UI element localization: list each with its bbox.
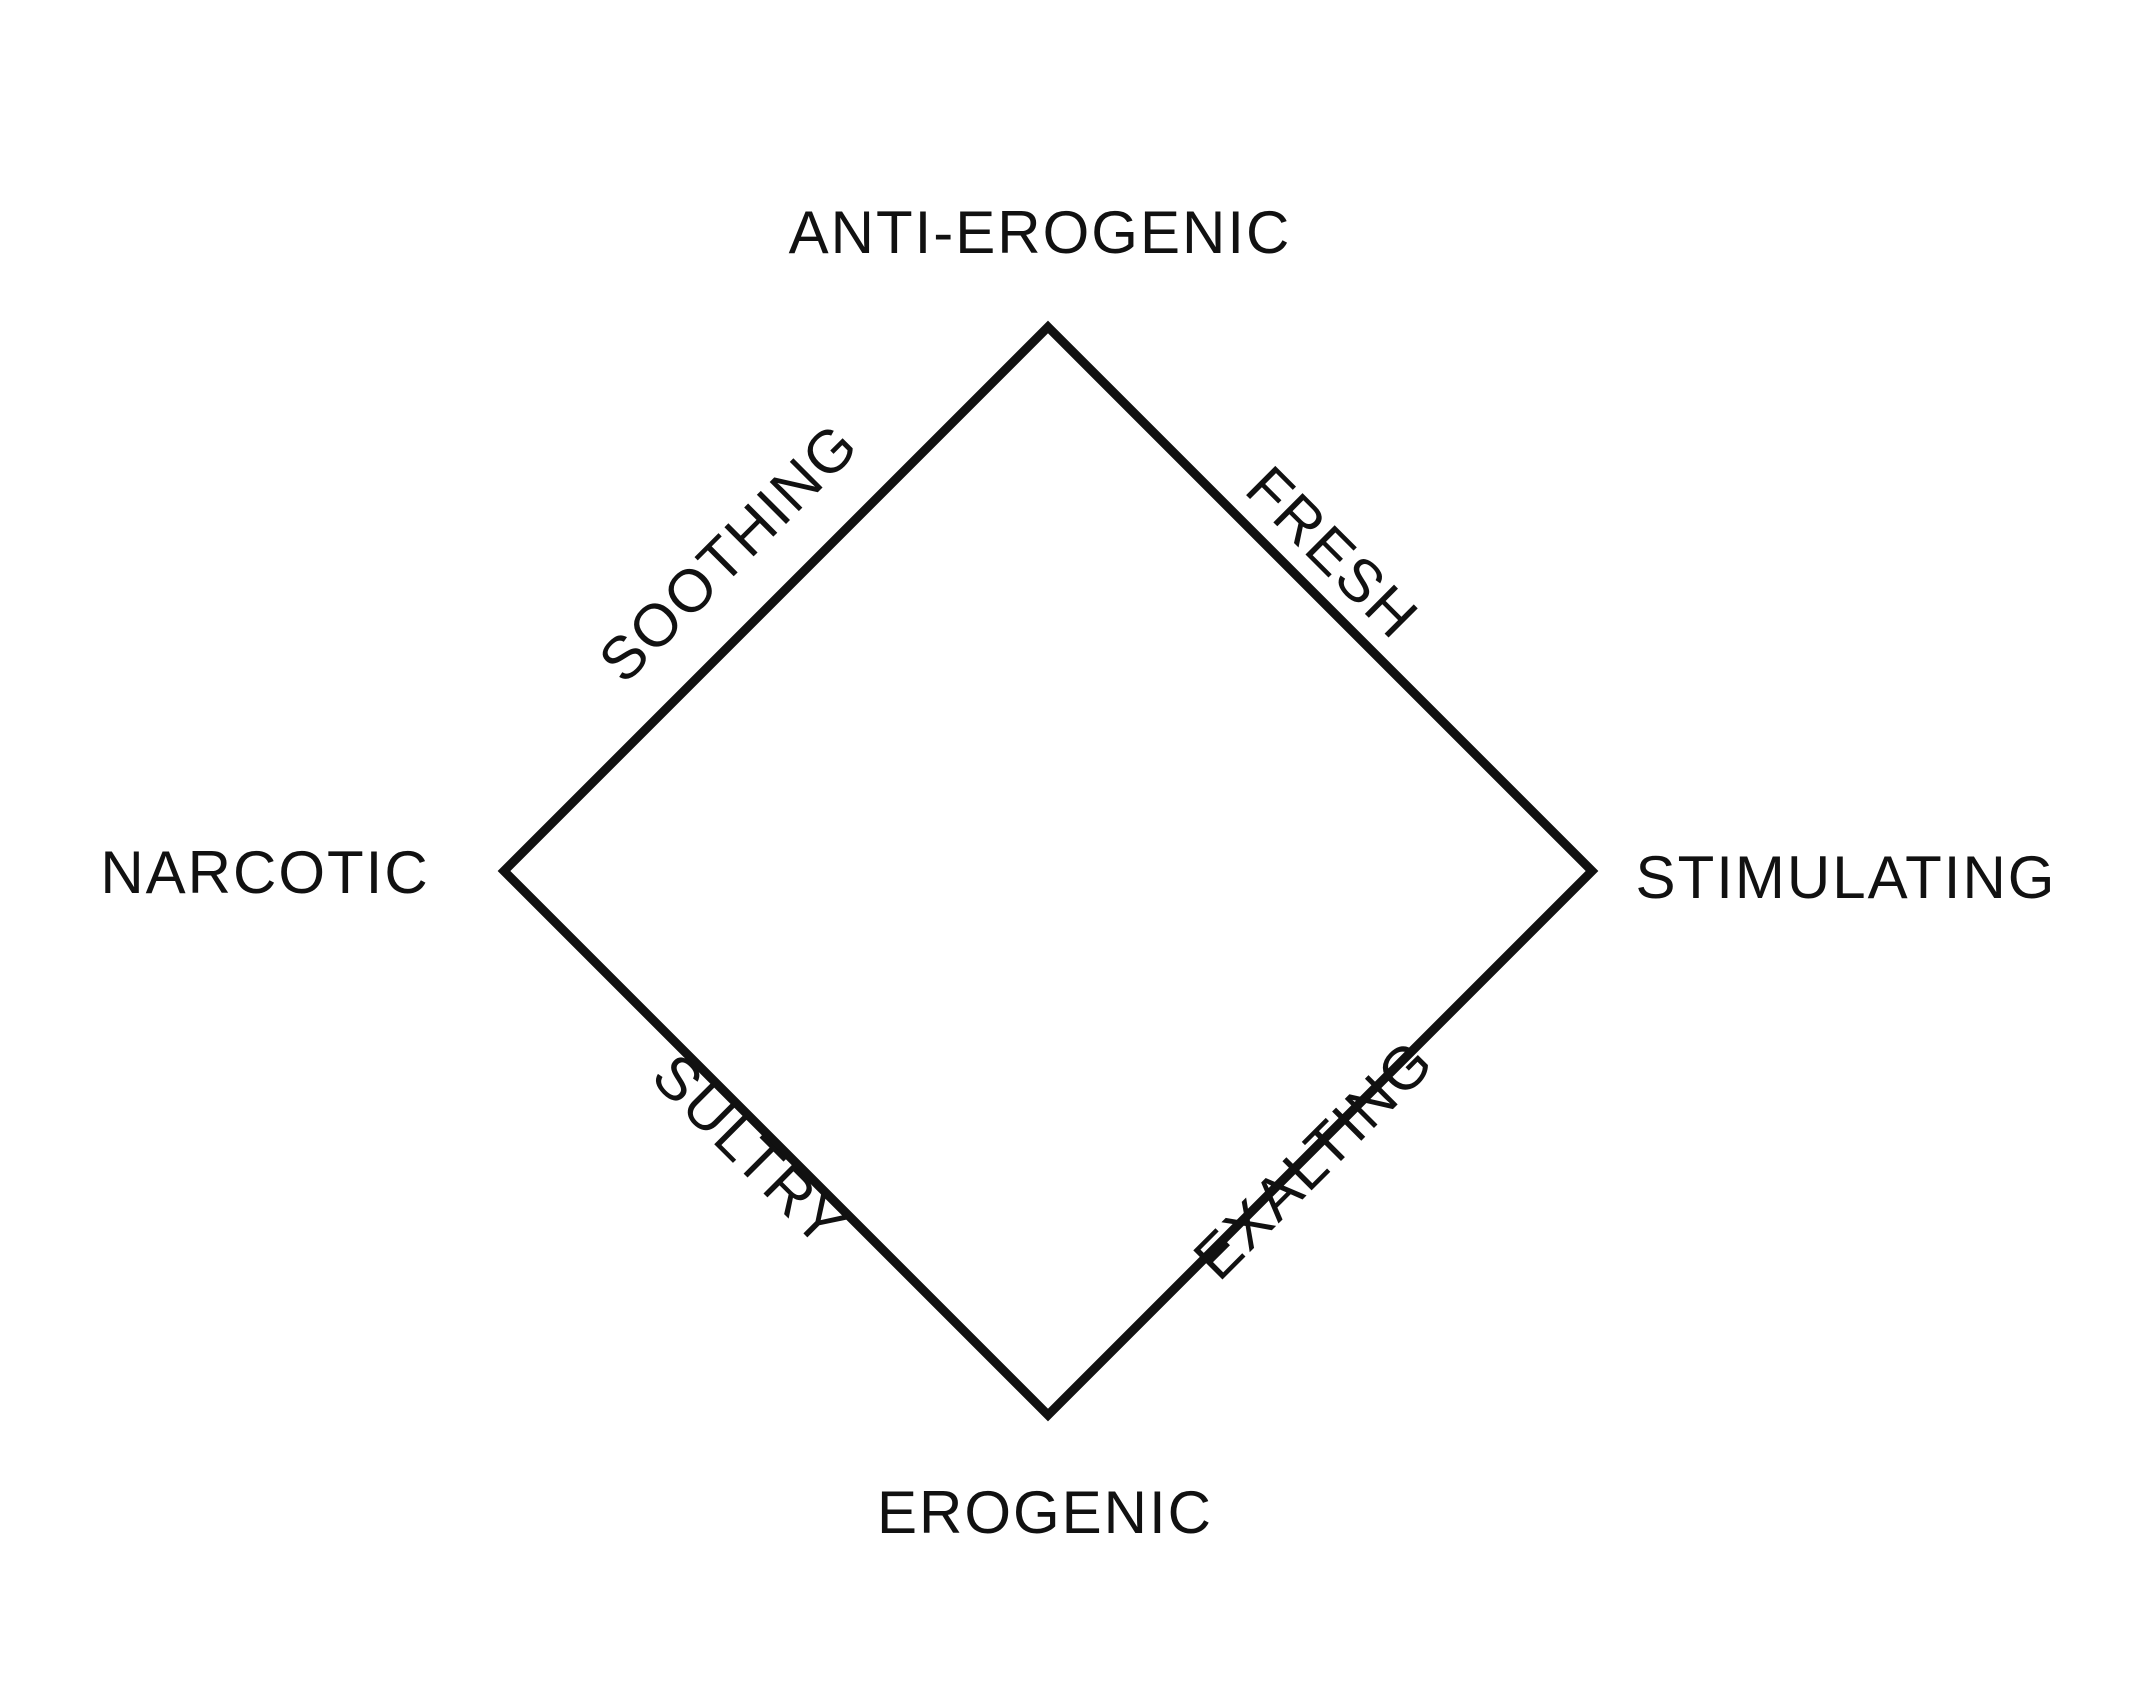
edge-label-bottom-left: SULTRY: [640, 1041, 859, 1260]
corner-label-right: STIMULATING: [1636, 844, 2057, 911]
corner-label-bottom: EROGENIC: [877, 1479, 1213, 1546]
corner-label-left: NARCOTIC: [100, 839, 429, 906]
edge-label-top-right: FRESH: [1233, 453, 1431, 651]
corner-label-top: ANTI-EROGENIC: [789, 199, 1292, 266]
edge-label-bottom-right: EXALTING: [1181, 1027, 1446, 1292]
diamond-outline: [497, 320, 1599, 1422]
